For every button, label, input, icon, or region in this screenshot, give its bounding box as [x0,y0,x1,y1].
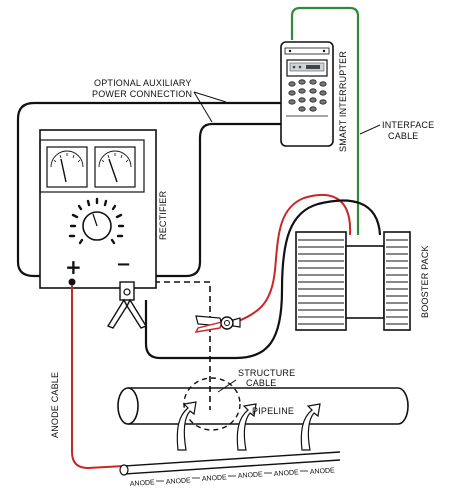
booster-red-cable [235,194,352,323]
anode-label-5: ANODE [274,469,300,478]
anode-cable-label: ANODE CABLE [50,372,60,438]
interface-cable-callout: INTERFACE CABLE [359,120,434,141]
rectifier: + − RECTIFIER [39,129,168,289]
rectifier-label: RECTIFIER [158,190,168,240]
voltmeter-gauge [46,146,88,188]
anode-label-4: ANODE [238,471,264,480]
positive-terminal-symbol: + [65,255,82,279]
booster-black-cable [144,199,382,360]
interface-cable-green [290,6,360,235]
interface-cable-label-line1: INTERFACE [382,120,434,130]
anode-label-1: ANODE [130,479,156,488]
structure-cable-label-line2: CABLE [246,378,277,388]
meter-panel [39,139,145,193]
auxiliary-power-cable [16,101,281,278]
positive-junction [68,278,76,286]
current-flow-arrows [176,401,321,451]
booster-pack-label: BOOSTER PACK [420,245,430,318]
smart-interrupter-label: SMART INTERRUPTER [338,51,348,152]
interrupter-cable [140,122,281,278]
smart-interrupter: SMART INTERRUPTER [280,41,348,152]
interface-cable-label-line2: CABLE [388,131,419,141]
alligator-clamp [194,315,241,333]
anode-label-6: ANODE [310,467,336,476]
anode-bed: ANODE ANODE ANODE ANODE ANODE ANODE [119,451,341,488]
negative-terminal-symbol: − [116,254,131,275]
structure-cable-dashed [134,281,211,410]
anode-cable-red [71,285,125,470]
booster-pack: BOOSTER PACK [295,231,430,331]
optional-aux-label-line2: POWER CONNECTION [92,89,192,99]
anode-label-2: ANODE [166,477,192,486]
structure-cable-label-line1: STRUCTURE [238,368,295,378]
ammeter-gauge [94,146,136,188]
pipeline-label: PIPELINE [252,406,294,416]
anode-label-3: ANODE [202,474,228,483]
tap-selector-knob [68,197,125,245]
structure-cable-callout: STRUCTURE CABLE [217,368,295,393]
negative-clamp [106,281,148,329]
interrupter-keypad [288,79,327,112]
aux-power-callout: OPTIONAL AUXILIARY POWER CONNECTION [92,78,227,123]
pipeline: PIPELINE [117,387,409,451]
optional-aux-label-line1: OPTIONAL AUXILIARY [94,78,192,88]
